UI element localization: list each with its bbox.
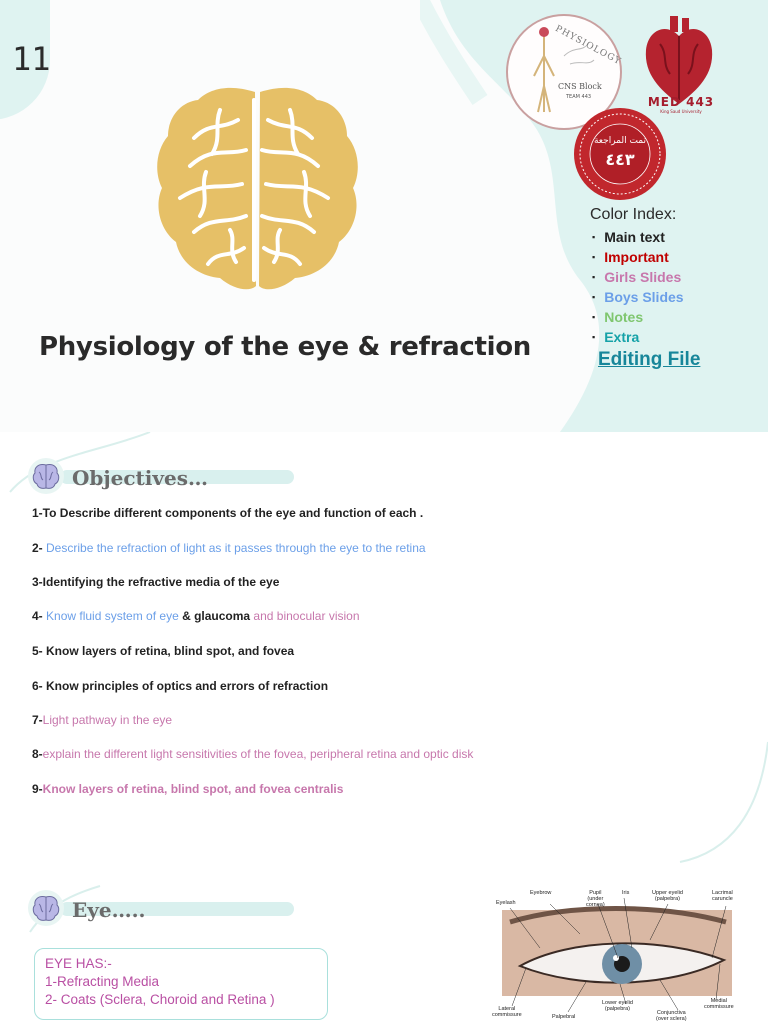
brain-icon: [28, 458, 64, 494]
physiology-figure-icon: [533, 27, 595, 113]
eye-box-line: 2- Coats (Sclera, Choroid and Retina ): [45, 992, 275, 1007]
brain-illustration: [157, 87, 358, 290]
objective-item: 7-Light pathway in the eye: [32, 713, 173, 727]
color-index-item: Important: [592, 248, 684, 268]
med-logo-subtext: King Saud University: [660, 109, 702, 114]
color-index-item: Main text: [592, 228, 684, 248]
brain-icon: [28, 890, 64, 926]
eye-box-line: EYE HAS:-: [45, 956, 112, 971]
objective-item: 4- Know fluid system of eye & glaucoma a…: [32, 609, 360, 623]
label-upper-eyelid: Upper eyelid (palpebra): [652, 890, 683, 902]
editing-file-link[interactable]: Editing File: [598, 349, 701, 370]
label-eyelash: Eyelash: [496, 900, 516, 906]
objectives-bar: [60, 470, 294, 484]
objective-item: 5- Know layers of retina, blind spot, an…: [32, 644, 295, 658]
eye-box-line: 1-Refracting Media: [45, 974, 160, 989]
label-eyebrow: Eyebrow: [530, 890, 552, 896]
physiology-team-label: TEAM 443: [566, 94, 592, 100]
eye-anatomy-diagram: Eyebrow Eyelash Pupil (under cornea) Iri…: [490, 888, 758, 1024]
label-lower-eyelid: Lower eyelid (palpebra): [602, 1000, 633, 1012]
objective-item: 9-Know layers of retina, blind spot, and…: [32, 782, 344, 796]
seal-arabic-text: تمت المراجعة: [593, 136, 647, 146]
label-iris: Iris: [622, 890, 630, 896]
label-pupil: Pupil (under cornea): [586, 890, 605, 908]
content-slide: Objectives… 1-To Describe different comp…: [0, 432, 768, 1024]
label-lateral-commissure: Lateral commissure: [492, 1006, 522, 1018]
physiology-block-label: CNS Block: [558, 82, 602, 91]
color-index-item: Boys Slides: [592, 288, 683, 308]
title-slide: 11 Physiology of the eye & refraction: [0, 0, 768, 432]
review-seal-icon: [574, 108, 666, 200]
label-medial-commissure: Medial commissure: [704, 998, 734, 1010]
color-index-item: Girls Slides: [592, 268, 684, 288]
eye-bar: [60, 902, 294, 916]
objective-item: 3-Identifying the refractive media of th…: [32, 575, 280, 589]
color-index-title: Color Index:: [590, 206, 677, 223]
color-index-item: Notes: [592, 308, 684, 328]
objectives-heading: Objectives…: [72, 466, 208, 490]
color-index-list: Main text Important Girls Slides Boys Sl…: [590, 228, 684, 348]
seal-number-text: ٤٤٣: [605, 150, 635, 169]
physiology-logo: PHYSIOLOGY CNS Block TEAM 443: [506, 14, 623, 130]
objective-item: 1-To Describe different components of th…: [32, 506, 424, 520]
page-title: Physiology of the eye & refraction: [38, 332, 532, 362]
eye-info-box: EYE HAS:- 1-Refracting Media 2- Coats (S…: [34, 948, 328, 1020]
label-palpebral: Palpebral: [552, 1014, 576, 1020]
label-conjunctiva: Conjunctiva (over sclera): [656, 1010, 687, 1022]
color-index: Color Index: Main text Important Girls S…: [590, 206, 684, 348]
objective-item: 6- Know principles of optics and errors …: [32, 679, 329, 693]
heart-logo-icon: [645, 16, 713, 104]
objective-item: 2- Describe the refraction of light as i…: [32, 541, 426, 555]
objective-item: 8-explain the different light sensitivit…: [32, 747, 474, 761]
color-index-item: Extra: [592, 328, 684, 348]
label-lacrimal-caruncle: Lacrimal caruncle: [712, 890, 733, 902]
eye-heading: Eye…..: [72, 898, 146, 922]
eye-photo-icon: [502, 897, 732, 1013]
page-number: 11: [12, 40, 51, 78]
med-logo-text: MED 443: [647, 95, 715, 109]
